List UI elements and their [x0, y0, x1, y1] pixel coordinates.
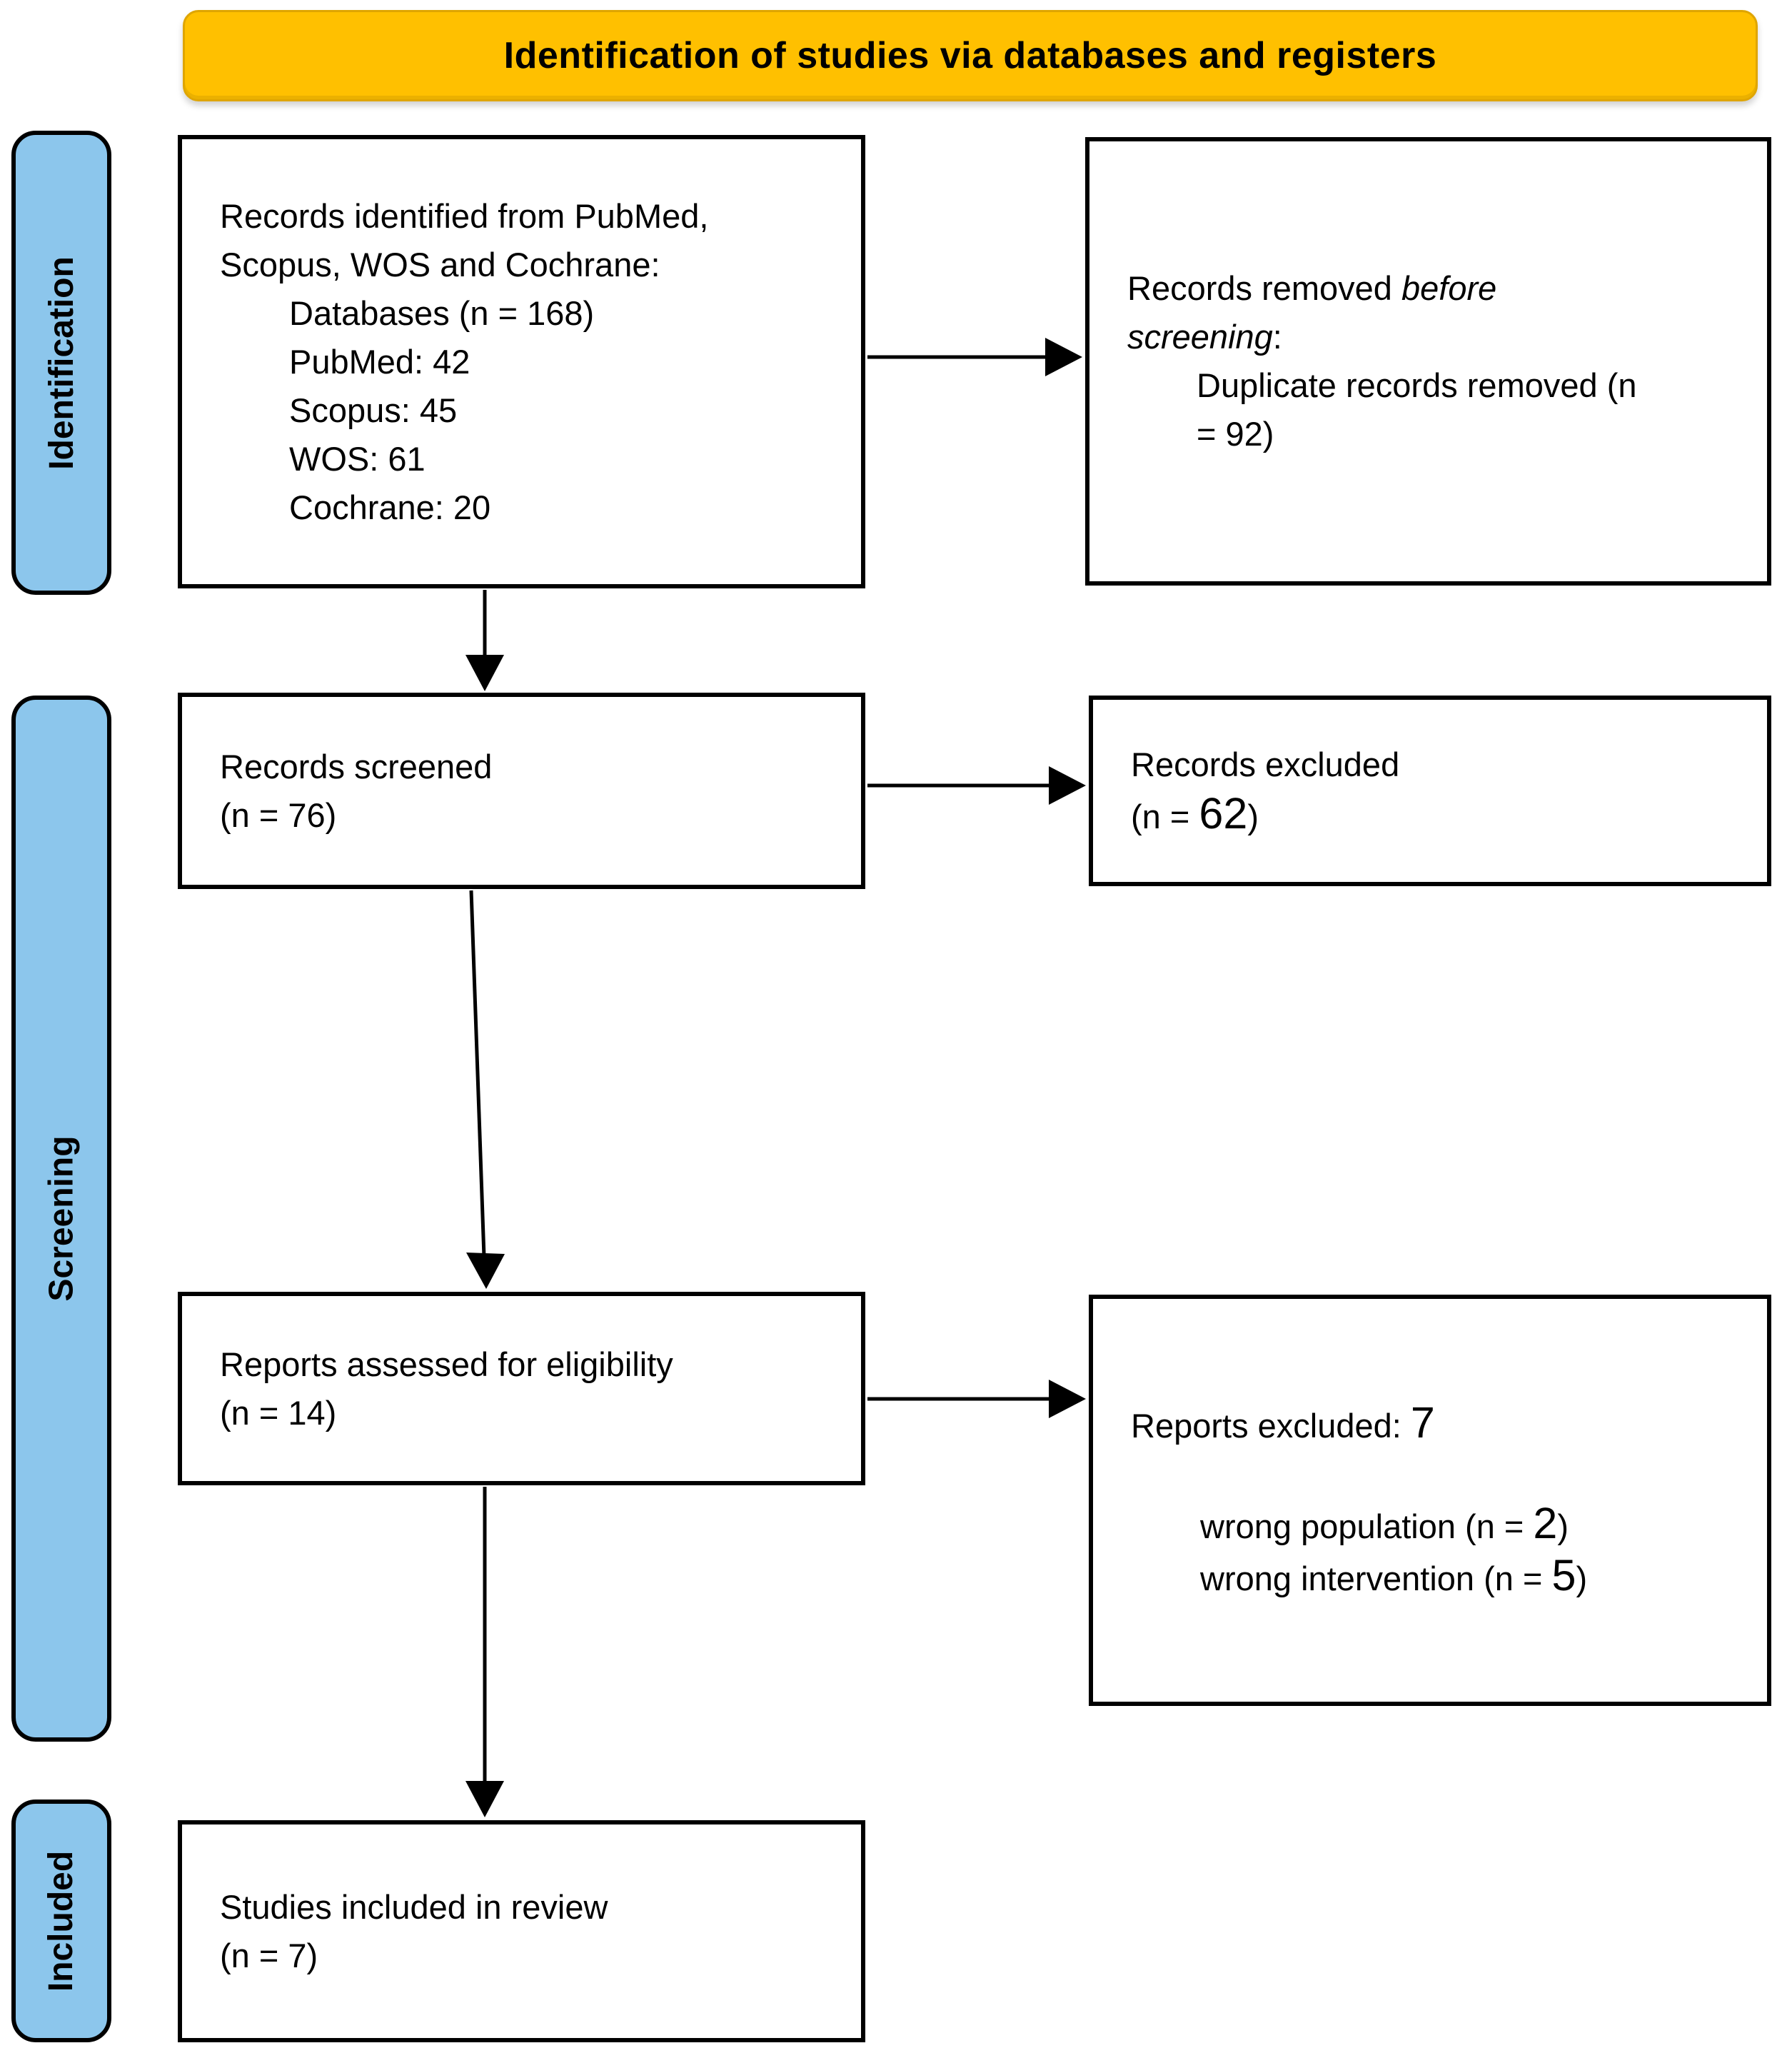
- records-screened-label: Records screened: [220, 747, 493, 785]
- rail-screening-label: Screening: [42, 1135, 81, 1302]
- records-excluded-label: Records excluded: [1131, 746, 1400, 783]
- blank-line: [1131, 1450, 1746, 1499]
- box-records-excluded: Records excluded (n = 62): [1089, 696, 1771, 886]
- box-studies-included: Studies included in review (n = 7): [178, 1820, 865, 2042]
- box-reports-assessed: Reports assessed for eligibility (n = 14…: [178, 1292, 865, 1485]
- rail-identification: Identification: [11, 131, 111, 595]
- records-removed-line: Records removed before: [1127, 269, 1497, 307]
- box-reports-excluded: Reports excluded: 7 wrong population (n …: [1089, 1295, 1771, 1706]
- box-records-identified: Records identified from PubMed, Scopus, …: [178, 135, 865, 588]
- records-screened-count: (n = 76): [220, 795, 337, 834]
- duplicate-records-removed-line: Duplicate records removed (n: [1197, 366, 1637, 404]
- rail-identification-label: Identification: [42, 256, 81, 470]
- records-identified-scopus-count: Scopus: 45: [289, 391, 458, 429]
- reports-excluded-reason-population: wrong population (n = 2): [1200, 1498, 1569, 1547]
- records-excluded-count: (n = 62): [1131, 789, 1259, 838]
- box-records-screened: Records screened (n = 76): [178, 693, 865, 889]
- box-records-removed: Records removed before screening: Duplic…: [1085, 137, 1771, 586]
- records-identified-pubmed-count: PubMed: 42: [289, 342, 470, 381]
- arrow-assessed-to-included: [465, 1487, 504, 1817]
- records-identified-cochrane-count: Cochrane: 20: [289, 488, 491, 526]
- reports-excluded-reason-intervention: wrong intervention (n = 5): [1200, 1550, 1588, 1600]
- records-identified-line: Records identified from PubMed,: [220, 196, 709, 235]
- duplicate-records-removed-count: = 92): [1197, 415, 1274, 453]
- studies-included-label: Studies included in review: [220, 1887, 608, 1926]
- studies-included-count: (n = 7): [220, 1936, 318, 1974]
- reports-excluded-label: Reports excluded: 7: [1131, 1397, 1435, 1447]
- arrow-screened-to-assessed: [466, 890, 505, 1289]
- reports-assessed-label: Reports assessed for eligibility: [220, 1345, 673, 1383]
- rail-screening: Screening: [11, 696, 111, 1742]
- arrow-screened-to-excluded: [867, 766, 1086, 805]
- arrow-assessed-to-reports-excluded: [867, 1380, 1086, 1418]
- records-identified-databases-count: Databases (n = 168): [289, 293, 595, 332]
- banner-title: Identification of studies via databases …: [503, 35, 1437, 76]
- arrow-identified-to-removed: [867, 338, 1082, 376]
- records-identified-line: Scopus, WOS and Cochrane:: [220, 245, 660, 283]
- rail-included: Included: [11, 1799, 111, 2042]
- banner: Identification of studies via databases …: [183, 10, 1758, 101]
- reports-assessed-count: (n = 14): [220, 1393, 337, 1432]
- records-identified-wos-count: WOS: 61: [289, 439, 426, 478]
- records-removed-line: screening:: [1127, 318, 1282, 356]
- rail-included-label: Included: [42, 1850, 81, 1992]
- arrow-identified-to-screened: [465, 590, 504, 691]
